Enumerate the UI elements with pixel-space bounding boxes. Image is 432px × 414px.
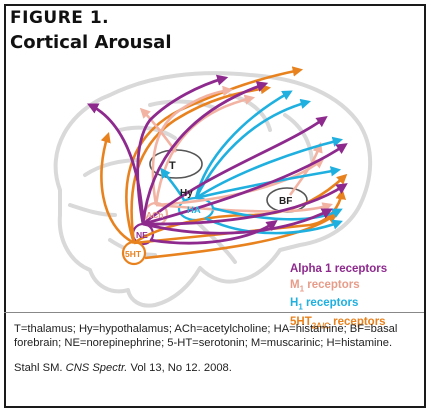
thalamus-label: T	[169, 160, 176, 172]
figure-caption: T=thalamus; Hy=hypothalamus; ACh=acetylc…	[14, 323, 398, 349]
legend-h1: H1 receptors	[290, 297, 359, 312]
norepinephrine-label: NE	[136, 230, 148, 240]
basal-forebrain-label: BF	[279, 196, 292, 207]
acetylcholine-label: ACh	[146, 210, 163, 220]
legend-5ht2a: 5HT2A/C receptors	[290, 316, 386, 331]
alpha1-pathways	[86, 74, 348, 245]
caption-divider	[4, 312, 424, 313]
serotonin-label: 5HT	[125, 249, 142, 259]
histamine-label: HA	[187, 205, 201, 216]
hypothalamus-label: Hy	[180, 188, 193, 199]
receptor-legend: Alpha 1 receptors M1 receptors H1 recept…	[290, 262, 387, 334]
figure-label: FIGURE 1.	[10, 8, 110, 28]
figure-title: Cortical Arousal	[10, 32, 172, 53]
legend-alpha1: Alpha 1 receptors	[290, 263, 388, 275]
legend-m1: M1 receptors	[290, 278, 360, 293]
figure-citation: Stahl SM. CNS Spectr. Vol 13, No 12. 200…	[14, 362, 232, 374]
